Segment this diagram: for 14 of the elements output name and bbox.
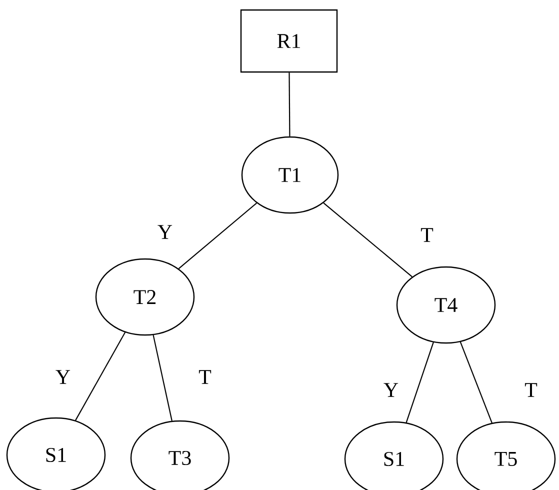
connector-line: [323, 202, 412, 278]
connector-line: [75, 332, 126, 421]
edge-label: T: [524, 382, 538, 398]
connector-line: [460, 342, 492, 424]
connector-line: [152, 334, 172, 422]
connector-line: [288, 72, 290, 136]
edge-label: T: [198, 369, 212, 385]
connector-line: [178, 202, 257, 270]
edge-label: Y: [54, 369, 72, 385]
connector-line: [406, 342, 434, 423]
edge-label: Y: [382, 382, 400, 398]
edge-label: Y: [156, 224, 174, 240]
root-box: R1: [240, 9, 338, 73]
edge-label: T: [420, 227, 434, 243]
